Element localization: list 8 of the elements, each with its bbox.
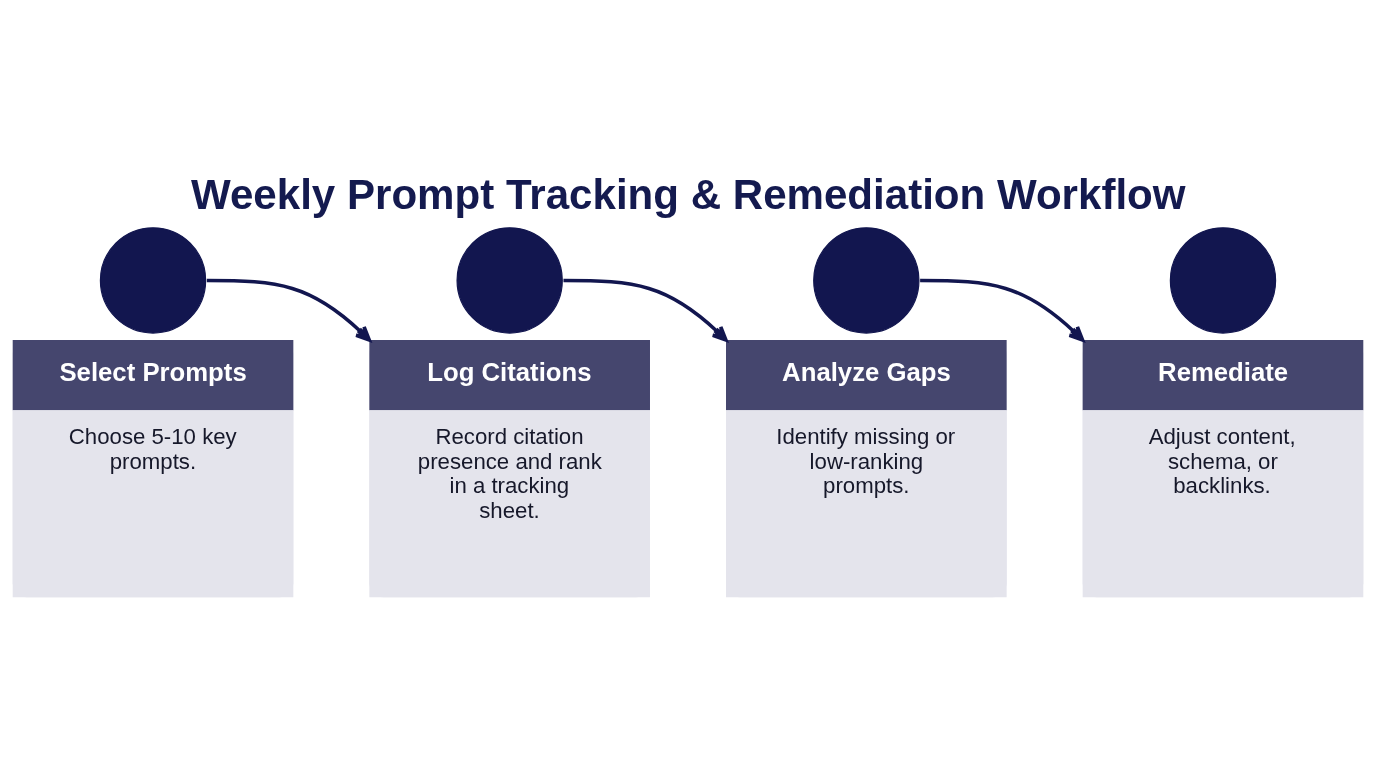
arrow (206, 278, 372, 342)
node-circle (456, 226, 563, 334)
arrow (920, 278, 1085, 342)
node-circle (1169, 226, 1277, 334)
diagram-title: Weekly Prompt Tracking & Remediation Workflow (191, 170, 1186, 218)
node-circle (813, 226, 920, 334)
arrow (563, 278, 728, 342)
node-circle (99, 226, 207, 334)
